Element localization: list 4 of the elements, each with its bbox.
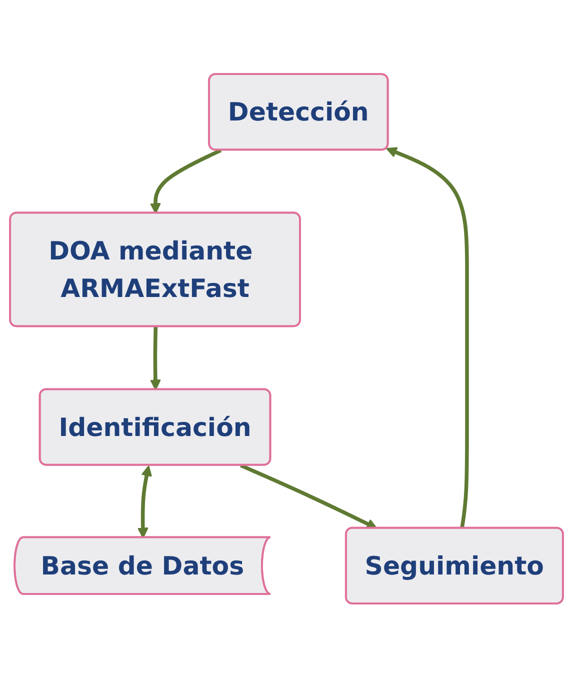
arrow [386,146,469,528]
arrow [240,463,378,529]
arrow [150,148,222,214]
arrow [150,326,161,390]
